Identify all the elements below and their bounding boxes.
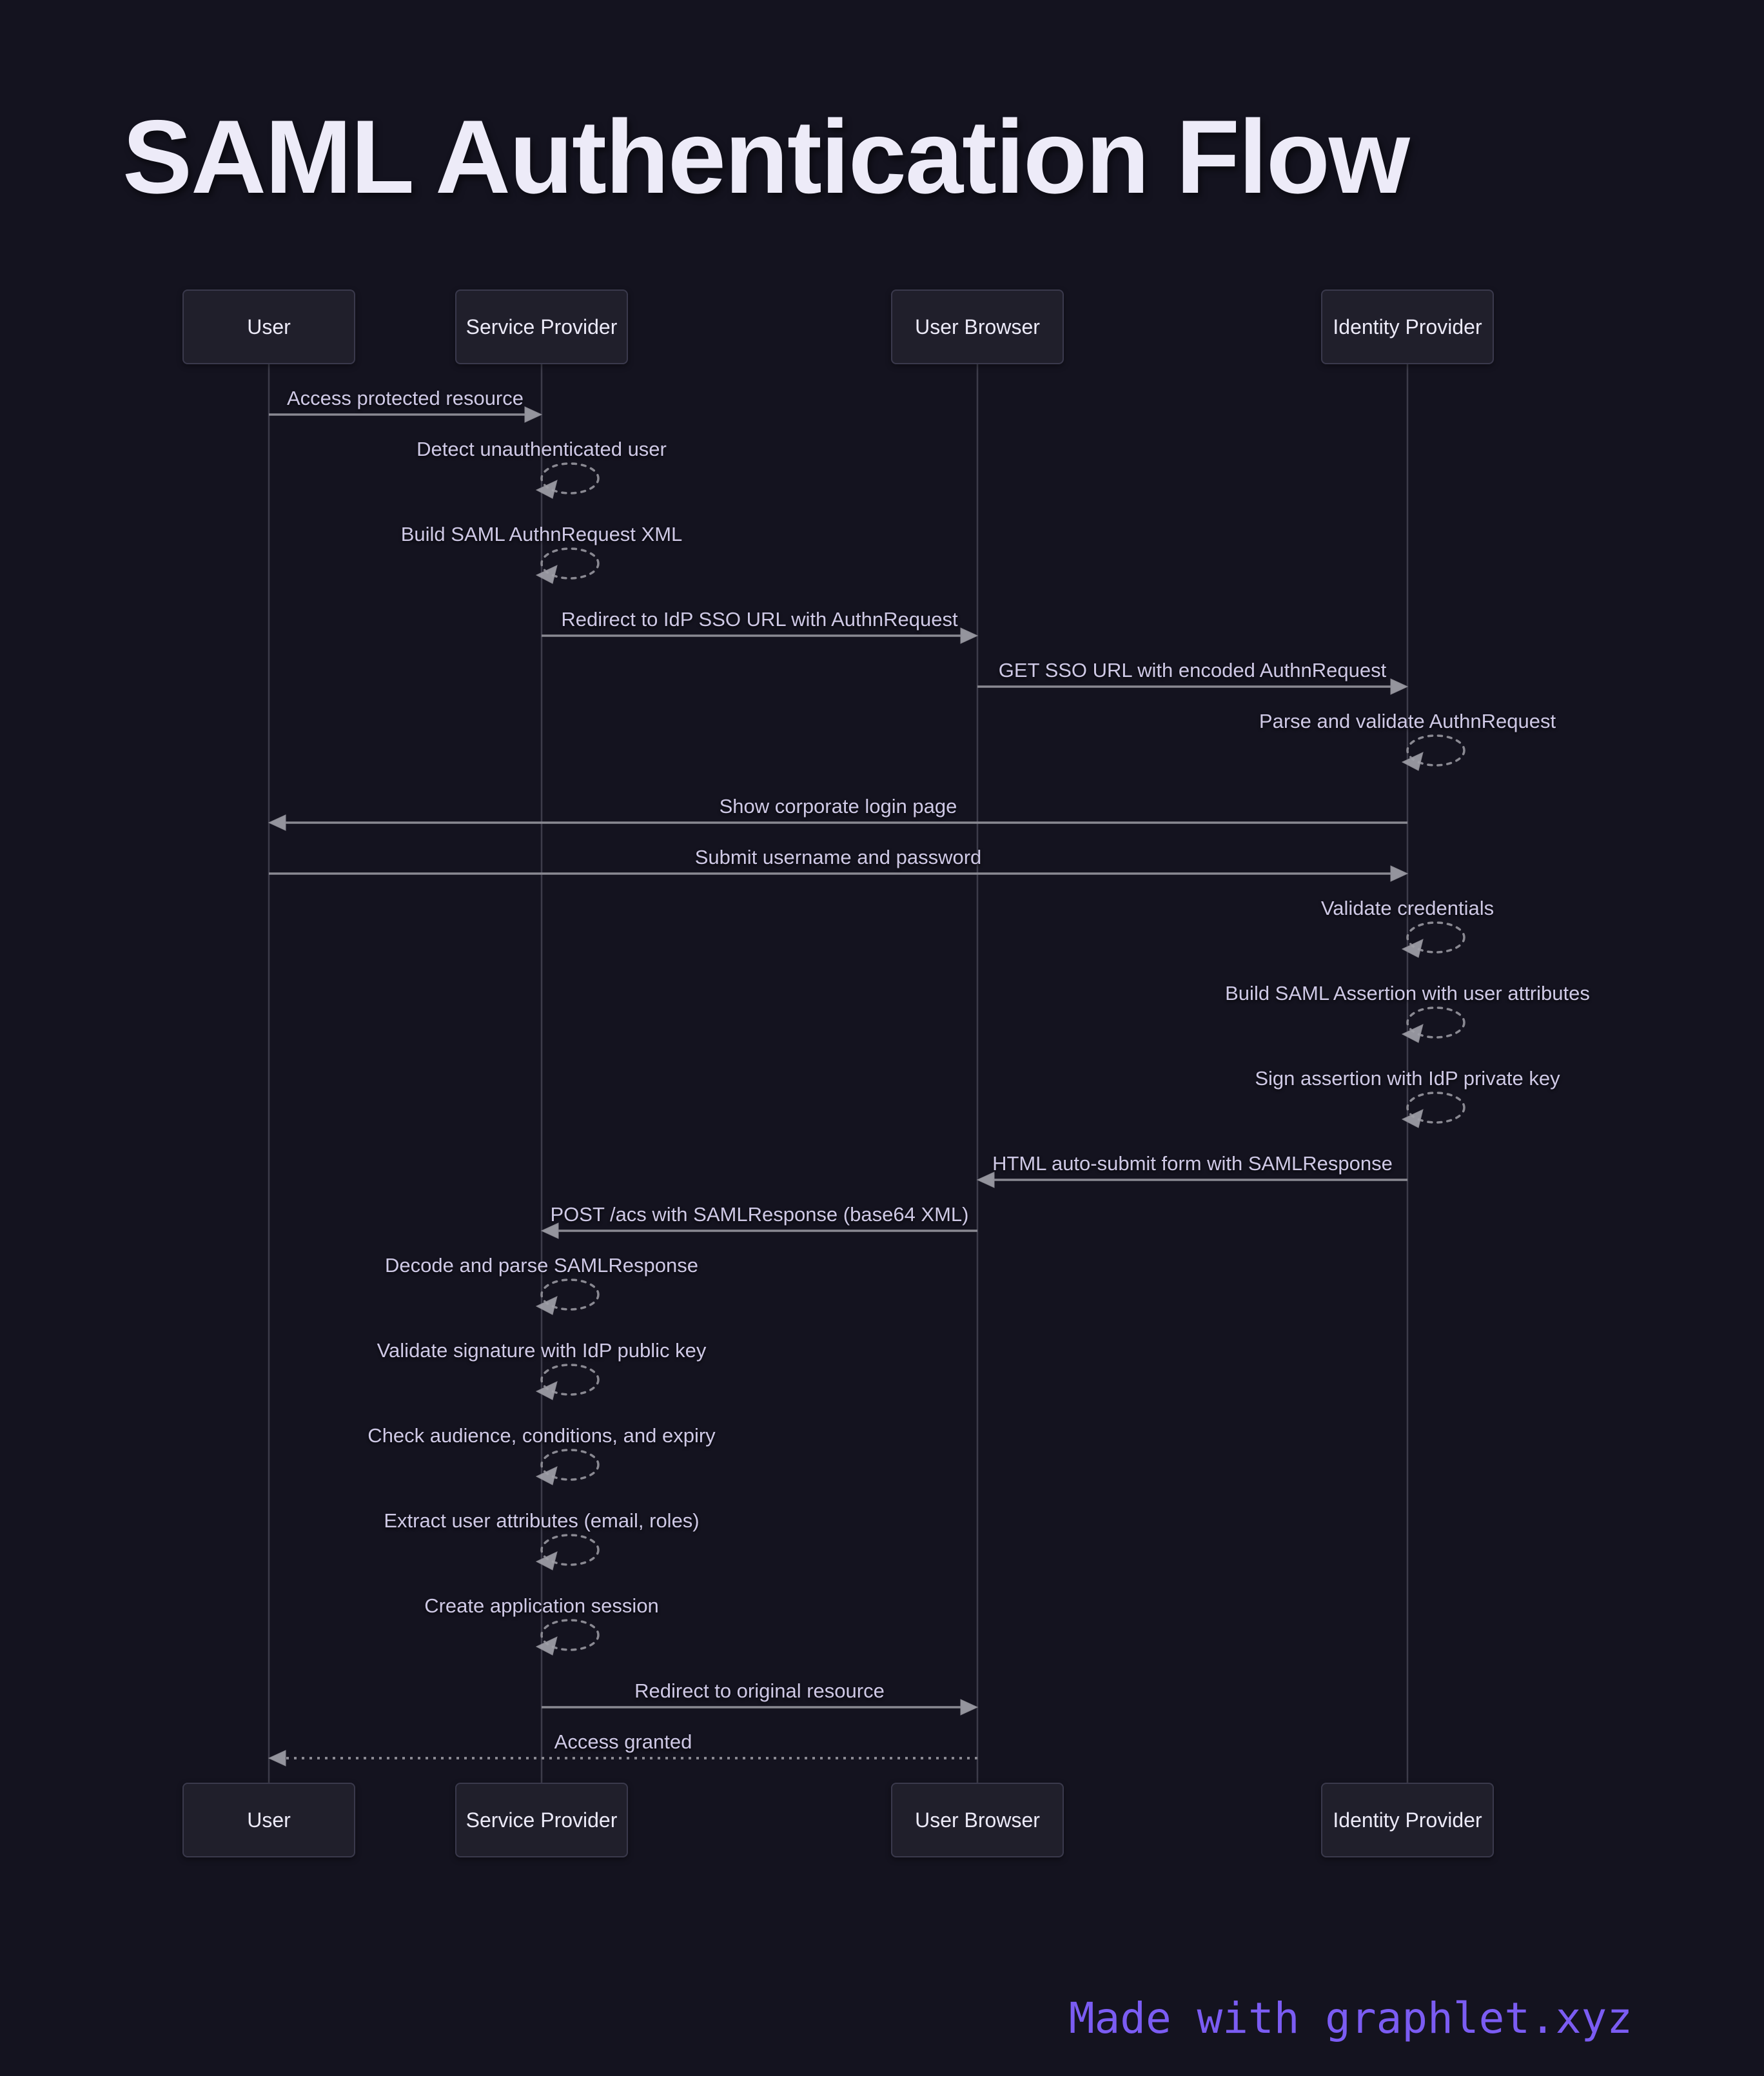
- message-arrowhead-icon: [1390, 865, 1409, 882]
- message-label: GET SSO URL with encoded AuthnRequest: [998, 659, 1387, 681]
- message-arrowhead-icon: [976, 1171, 995, 1188]
- actor-box-idp-top: Identity Provider: [1321, 289, 1494, 364]
- page-title: SAML Authentication Flow: [122, 99, 1410, 215]
- actor-box-browser-bottom: User Browser: [891, 1783, 1064, 1857]
- self-loop-arrowhead-icon: [1401, 1024, 1424, 1043]
- self-loop: [1406, 1092, 1465, 1124]
- self-loop: [1406, 734, 1465, 767]
- self-loop-arrowhead-icon: [535, 1296, 558, 1315]
- message-arrowhead-icon: [1390, 678, 1409, 695]
- message-label: Show corporate login page: [719, 795, 957, 818]
- actor-box-user-top: User: [182, 289, 355, 364]
- message-label: Access granted: [554, 1730, 692, 1753]
- message-label: POST /acs with SAMLResponse (base64 XML): [550, 1203, 969, 1226]
- actor-box-idp-bottom: Identity Provider: [1321, 1783, 1494, 1857]
- self-loop-arrowhead-icon: [1401, 939, 1424, 958]
- message-arrowhead-icon: [268, 1750, 286, 1767]
- self-loop: [1406, 921, 1465, 954]
- message-arrowhead-icon: [960, 1699, 979, 1716]
- message-label: Create application session: [424, 1594, 659, 1617]
- message-arrowhead-icon: [524, 406, 543, 423]
- self-loop-arrowhead-icon: [535, 1381, 558, 1400]
- actor-box-sp-top: Service Provider: [455, 289, 628, 364]
- self-loop-arrowhead-icon: [535, 565, 558, 584]
- actor-box-sp-bottom: Service Provider: [455, 1783, 628, 1857]
- self-loop-arrowhead-icon: [535, 1466, 558, 1485]
- message-label: Detect unauthenticated user: [416, 438, 667, 460]
- self-loop: [540, 547, 600, 580]
- message-label: Build SAML Assertion with user attribute…: [1225, 982, 1590, 1004]
- message-arrowhead-icon: [540, 1222, 559, 1239]
- self-loop-arrowhead-icon: [535, 1551, 558, 1571]
- message-label: Decode and parse SAMLResponse: [385, 1254, 698, 1277]
- message-label: Extract user attributes (email, roles): [384, 1509, 700, 1532]
- self-loop-arrowhead-icon: [1401, 752, 1424, 771]
- message-label: Access protected resource: [286, 387, 524, 409]
- self-loop: [540, 1534, 600, 1566]
- self-loop: [540, 462, 600, 495]
- self-loop-arrowhead-icon: [535, 1636, 558, 1656]
- message-label: Validate credentials: [1320, 897, 1494, 919]
- message-label: Validate signature with IdP public key: [377, 1339, 707, 1362]
- actor-box-user-bottom: User: [182, 1783, 355, 1857]
- message-label: Check audience, conditions, and expiry: [368, 1424, 716, 1447]
- self-loop: [1406, 1006, 1465, 1039]
- self-loop-arrowhead-icon: [535, 480, 558, 499]
- message-label: Parse and validate AuthnRequest: [1259, 710, 1556, 732]
- message-label: HTML auto-submit form with SAMLResponse: [992, 1152, 1393, 1175]
- message-label: Sign assertion with IdP private key: [1255, 1067, 1560, 1090]
- message-arrowhead-icon: [960, 627, 979, 644]
- actor-box-browser-top: User Browser: [891, 289, 1064, 364]
- message-label: Redirect to original resource: [634, 1679, 885, 1702]
- self-loop: [540, 1619, 600, 1651]
- self-loop: [540, 1278, 600, 1311]
- message-label: Redirect to IdP SSO URL with AuthnReques…: [561, 608, 958, 631]
- message-label: Submit username and password: [694, 846, 982, 868]
- self-loop-arrowhead-icon: [1401, 1109, 1424, 1128]
- footer-credit: Made with graphlet.xyz: [1068, 1993, 1632, 2043]
- self-loop: [540, 1364, 600, 1396]
- message-arrowhead-icon: [268, 814, 286, 831]
- message-label: Build SAML AuthnRequest XML: [400, 523, 683, 545]
- self-loop: [540, 1449, 600, 1481]
